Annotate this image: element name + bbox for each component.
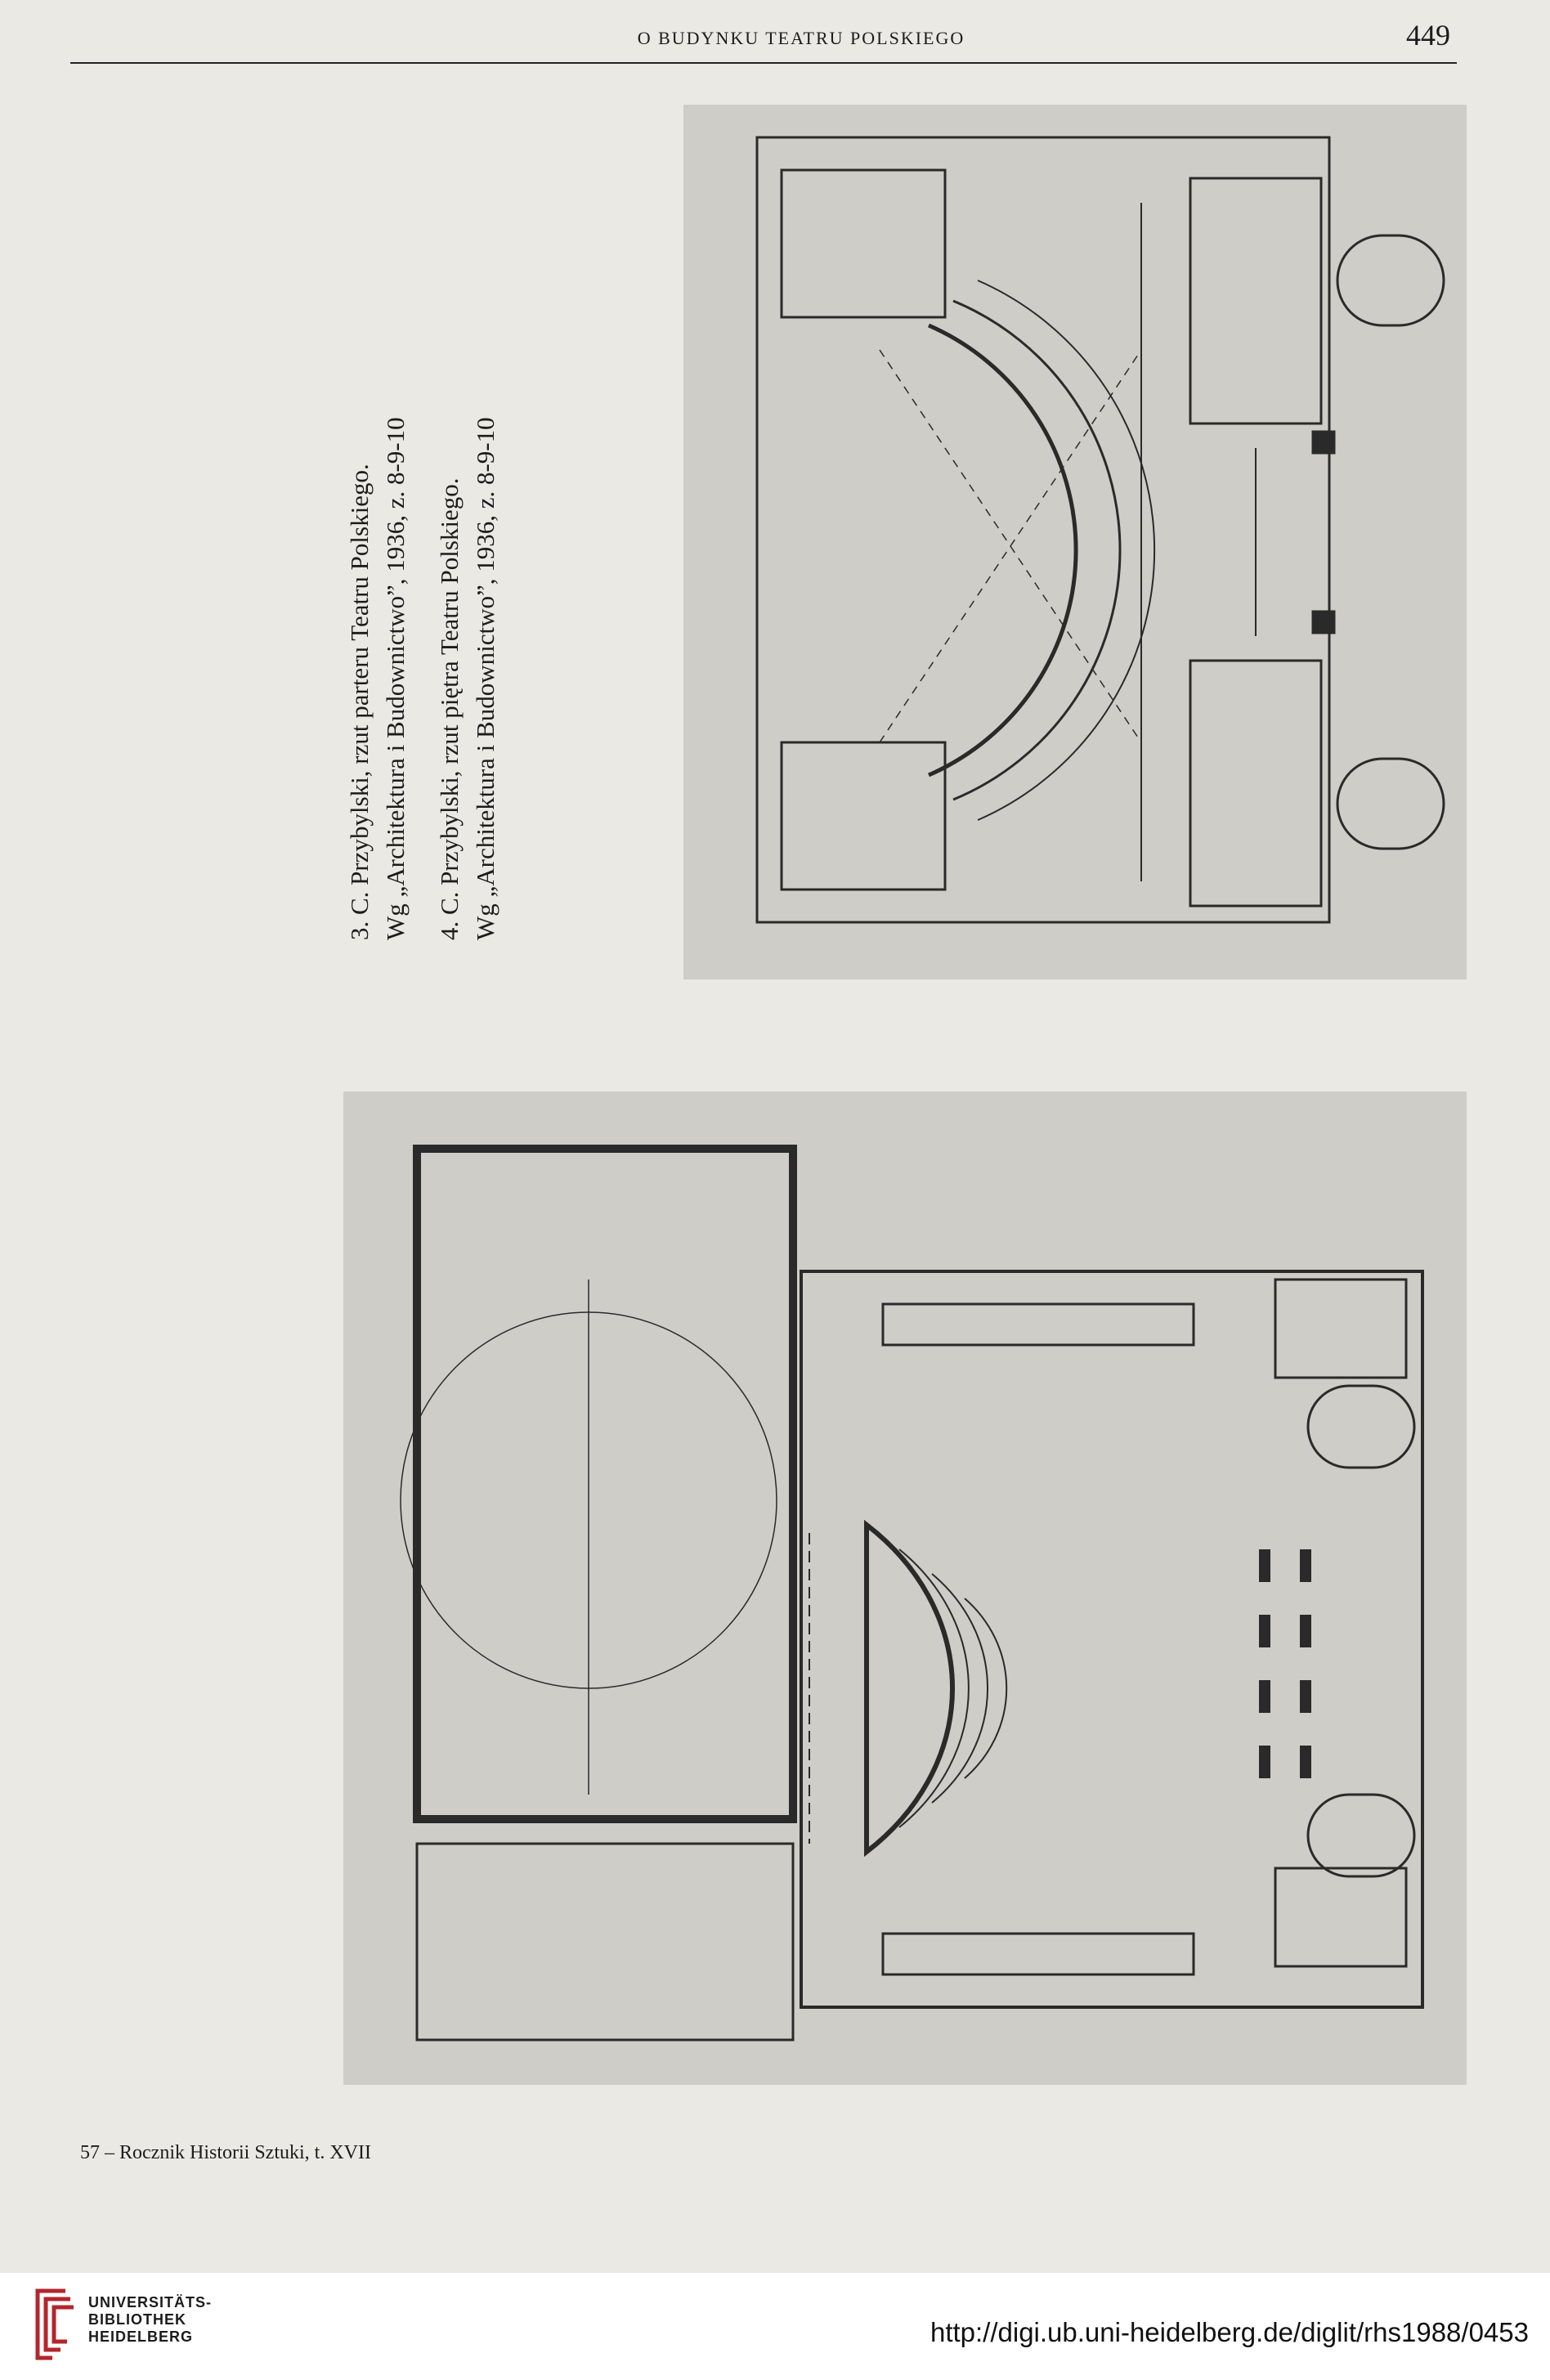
library-name-line2: BIBLIOTHEK <box>88 2311 186 2328</box>
document-page: O BUDYNKU TEATRU POLSKIEGO 449 3. C. Prz… <box>70 19 1467 2163</box>
library-logo-icon <box>35 2288 74 2360</box>
caption-figure-4: 4. C. Przybylski, rzut piętra Teatru Pol… <box>432 417 504 940</box>
caption-4-line1: 4. C. Przybylski, rzut piętra Teatru Pol… <box>435 477 464 940</box>
floor-plan-upper-drawing <box>755 136 1445 924</box>
page-number: 449 <box>1406 19 1450 52</box>
library-name-line3: HEIDELBERG <box>88 2328 194 2345</box>
header-rule <box>70 62 1457 64</box>
caption-3-line1: 3. C. Przybylski, rzut parteru Teatru Po… <box>345 464 374 940</box>
library-footer-bar: UNIVERSITÄTS- BIBLIOTHEK HEIDELBERG http… <box>0 2273 1550 2380</box>
caption-3-line2: Wg „Architektura i Budownictwo”, 1936, z… <box>381 417 410 940</box>
floor-plan-upper <box>683 105 1467 979</box>
footer-note: 57 – Rocznik Historii Sztuki, t. XVII <box>80 2142 371 2163</box>
running-title: O BUDYNKU TEATRU POLSKIEGO <box>637 28 965 48</box>
library-name-line1: UNIVERSITÄTS- <box>88 2294 213 2311</box>
source-url-link[interactable]: http://digi.ub.uni-heidelberg.de/diglit/… <box>930 2317 1529 2347</box>
caption-4-line2: Wg „Architektura i Budownictwo”, 1936, z… <box>471 417 499 940</box>
caption-figure-3: 3. C. Przybylski, rzut parteru Teatru Po… <box>342 417 414 940</box>
floor-plan-ground <box>343 1091 1467 2085</box>
library-name: UNIVERSITÄTS- BIBLIOTHEK HEIDELBERG <box>88 2294 212 2346</box>
floor-plan-ground-drawing <box>400 1145 1424 2042</box>
